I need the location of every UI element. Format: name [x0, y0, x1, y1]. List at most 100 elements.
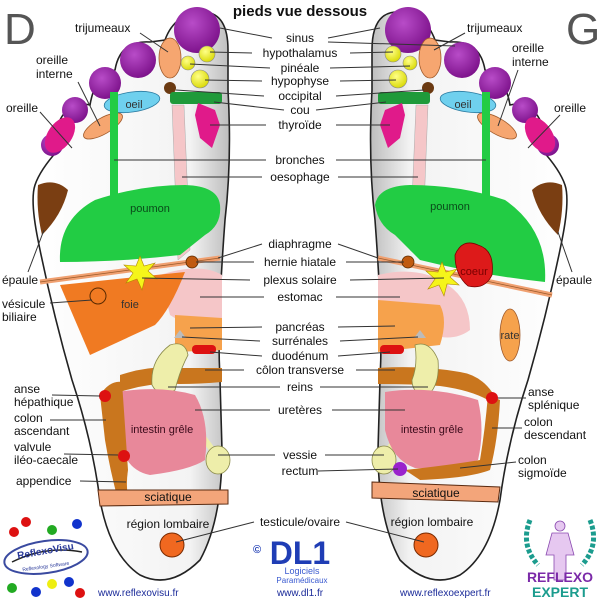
pancreas-shape-left — [378, 300, 444, 352]
left-foot-side-labels: trijumeaux oreille interne oreille épaul… — [433, 21, 592, 480]
leader-line — [337, 351, 391, 357]
leader-line — [337, 325, 396, 328]
dl1-logo[interactable]: © DL1 Logiciels Paramédicaux — [253, 535, 330, 585]
reflexoexpert-line2: EXPERT — [532, 584, 588, 600]
label-valvule-2: iléo-caecale — [14, 453, 78, 467]
logo-dot — [31, 587, 41, 597]
leader-line — [335, 89, 425, 97]
leader-line — [327, 27, 381, 39]
label-occipital: occipital — [278, 89, 321, 103]
epaule-shape-left — [532, 182, 563, 235]
leader-line — [217, 243, 263, 259]
cou-band-left — [378, 92, 430, 104]
toe3-spot — [89, 67, 121, 99]
reflexoexpert-url[interactable]: www.reflexoexpert.fr — [399, 588, 491, 599]
label-duodenum: duodénum — [272, 349, 329, 363]
leader-line — [189, 63, 271, 69]
label-trijumeaux-left: trijumeaux — [467, 21, 522, 35]
vesicule-spot — [89, 287, 107, 305]
plexus-solaire-star — [123, 255, 158, 291]
leader-line — [209, 51, 253, 54]
label-testicule-ovaire: testicule/ovaire — [260, 515, 340, 529]
poumon-shape-left — [375, 185, 546, 282]
reflexovisu-url[interactable]: www.reflexovisu.fr — [97, 588, 179, 599]
logo-dot — [47, 525, 57, 535]
reflexoexpert-logo[interactable]: REFLEXO EXPERT — [523, 519, 597, 600]
valvule-spot — [118, 450, 130, 462]
label-anse-hepatique-2: hépathique — [14, 395, 74, 409]
hypophyse-spot — [190, 69, 210, 89]
sinus-spot-left — [385, 7, 431, 53]
leader-line — [459, 461, 517, 469]
hypothalamus-spot — [198, 45, 216, 63]
dl1-url[interactable]: www.dl1.fr — [276, 588, 324, 599]
label-epaule-left: épaule — [556, 273, 592, 287]
sciatique-band-left — [371, 481, 501, 503]
oeil-label-left: oeil — [454, 99, 471, 111]
leader-line — [204, 79, 263, 82]
label-estomac: estomac — [277, 290, 322, 304]
rein-shape — [151, 343, 189, 395]
label-thyroide: thyroïde — [278, 118, 322, 132]
leader-line — [497, 69, 519, 127]
label-oreille-interne-left-2: interne — [512, 55, 549, 69]
leader-line — [181, 336, 261, 342]
label-rectum: rectum — [282, 464, 319, 478]
reflexovisu-logo[interactable]: ReflexoVisu Reflexology Software — [2, 517, 90, 598]
leader-line — [49, 299, 93, 304]
ovaire-spot — [413, 532, 439, 558]
poumon-shape — [59, 185, 221, 262]
leader-line — [219, 27, 273, 39]
vessie-shape-left — [371, 445, 397, 475]
poumon-label-left: poumon — [430, 201, 470, 213]
toe4-spot — [62, 97, 88, 123]
leader-line — [349, 277, 445, 281]
foie-label: foie — [121, 299, 139, 311]
label-oreille-right: oreille — [6, 101, 38, 115]
trijumeaux-spot-left — [444, 42, 480, 78]
sinus-spot — [174, 7, 220, 53]
pineale-spot — [180, 55, 196, 71]
logo-dot — [9, 527, 19, 537]
label-colon-descendant-2: descendant — [524, 428, 587, 442]
figure-head — [554, 520, 566, 532]
right-foot-letter: D — [4, 5, 36, 54]
leader-line — [327, 41, 456, 47]
oeil-label-right: oeil — [125, 99, 142, 111]
rate-shape — [499, 308, 521, 362]
label-oreille-interne-left-1: oreille — [512, 41, 544, 55]
label-colon-descendant-1: colon — [524, 415, 553, 429]
leader-line — [63, 453, 119, 456]
figure-body — [545, 532, 575, 581]
vessie-shape — [205, 445, 231, 475]
label-colon-ascendant-1: colon — [14, 411, 43, 425]
dl1-line2: Paramédicaux — [276, 576, 327, 585]
leader-line — [51, 394, 101, 397]
logo-eye — [3, 539, 89, 575]
sciatique-label-left: sciatique — [412, 486, 460, 500]
logo-dot — [72, 519, 82, 529]
anse-splenique-spot — [486, 392, 498, 404]
hypophyse-spot-left — [388, 69, 408, 89]
duodenum-spot-left — [380, 345, 404, 354]
label-pineale: pinéale — [281, 61, 320, 75]
right-foot-side-labels: trijumeaux oreille interne oreille épaul… — [2, 21, 169, 488]
leader-line — [141, 277, 251, 281]
label-vesicule-2: biliaire — [2, 310, 37, 324]
cou-band — [170, 92, 222, 104]
intestin-label-right: intestin grêle — [131, 424, 193, 436]
trijumeaux-orange-left — [418, 37, 442, 79]
toe4-spot-left — [512, 97, 538, 123]
dl1-name: DL1 — [270, 535, 330, 571]
sciatique-band — [97, 489, 229, 507]
leader-line — [39, 111, 73, 149]
region-lombaire-label-right: région lombaire — [127, 517, 210, 531]
logo-dot — [64, 577, 74, 587]
occipital-spot — [164, 82, 176, 94]
surrenales-spot — [174, 330, 186, 338]
trijumeaux-spot — [120, 42, 156, 78]
label-trijumeaux-right: trijumeaux — [75, 21, 130, 35]
label-sinus: sinus — [286, 31, 314, 45]
dl1-line1: Logiciels — [284, 566, 320, 576]
trijumeaux-orange — [158, 37, 182, 79]
